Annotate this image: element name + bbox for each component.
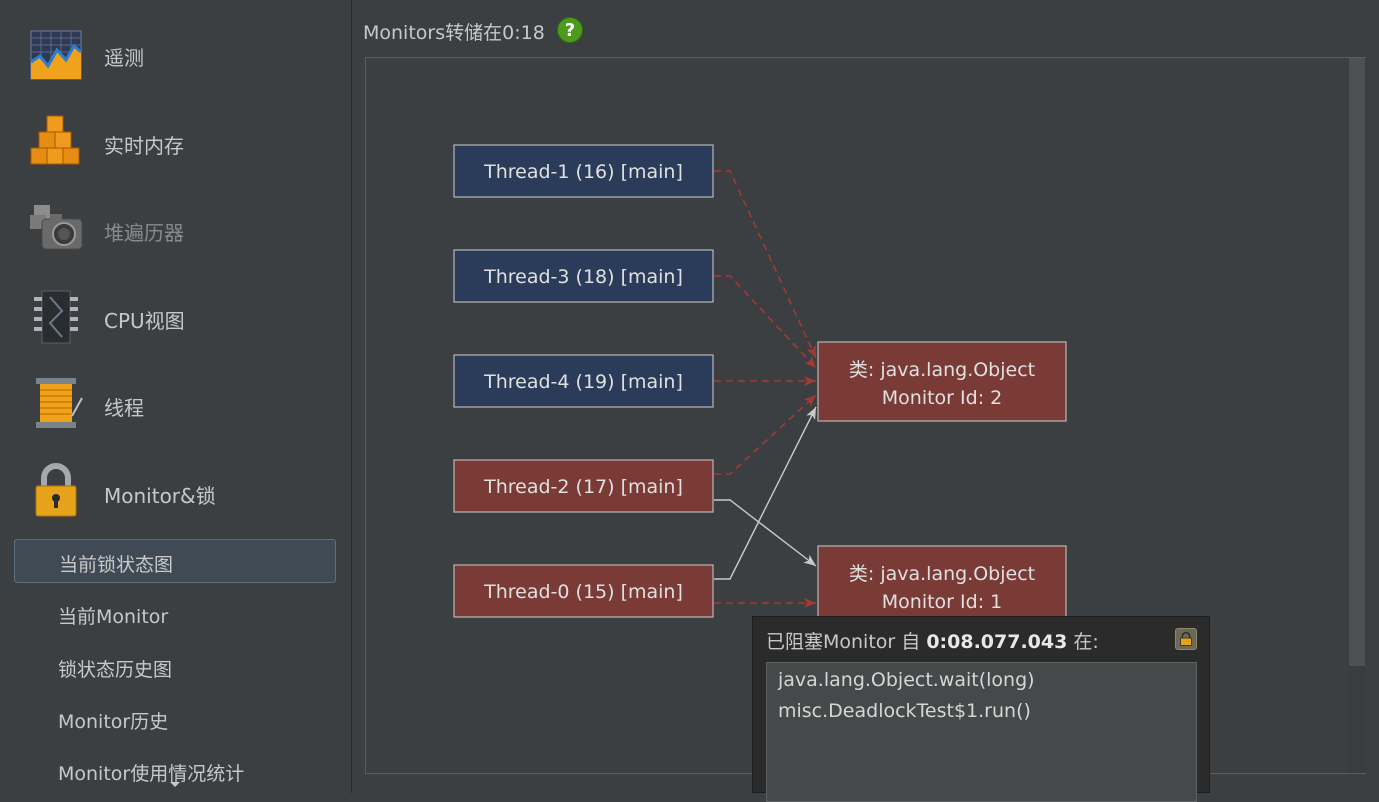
thread-node-label: Thread-0 (15) [main] bbox=[483, 581, 683, 603]
thread-node-thread-2[interactable]: Thread-2 (17) [main] bbox=[453, 459, 714, 513]
tooltip-header-suffix: 在: bbox=[1067, 631, 1099, 653]
nav-label-telemetry: 遥测 bbox=[104, 46, 144, 70]
subnav-locking-history-graph[interactable]: 锁状态历史图 bbox=[14, 645, 336, 689]
thread-node-label: Thread-4 (19) [main] bbox=[483, 371, 683, 393]
monitor-id-label: Monitor Id: 2 bbox=[882, 387, 1002, 409]
monitor-node-id-2[interactable]: 类: java.lang.Object Monitor Id: 2 bbox=[817, 341, 1067, 422]
nav-label-threads: 线程 bbox=[104, 396, 144, 420]
subnav-current-monitors[interactable]: 当前Monitor bbox=[14, 592, 336, 636]
telemetry-chart-icon bbox=[30, 30, 82, 80]
tooltip-blocked-time: 0:08.077.043 bbox=[926, 631, 1068, 653]
thread-node-label: Thread-3 (18) [main] bbox=[483, 266, 683, 288]
wait-edge-thread-3 bbox=[714, 275, 817, 369]
subnav-monitor-usage-statistics[interactable]: Monitor使用情况统计 bbox=[14, 749, 336, 793]
scroll-down-arrow-icon[interactable] bbox=[170, 782, 180, 787]
nav-item-cpu-views[interactable]: CPU视图 bbox=[0, 277, 351, 357]
monitor-class-label: 类: java.lang.Object bbox=[849, 563, 1035, 585]
vertical-scrollbar[interactable] bbox=[1348, 58, 1366, 773]
monitor-class-label: 类: java.lang.Object bbox=[849, 359, 1035, 381]
nav-label-monitors-locks: Monitor&锁 bbox=[104, 484, 216, 508]
padlock-icon bbox=[35, 463, 77, 517]
stack-frame: misc.DeadlockTest$1.run() bbox=[778, 700, 1031, 722]
page-title: Monitors转储在0:18 bbox=[363, 22, 545, 44]
nav-item-live-memory[interactable]: 实时内存 bbox=[0, 102, 351, 182]
vertical-scrollbar-thumb[interactable] bbox=[1349, 58, 1365, 666]
sidebar: 遥测 实时内存 堆遍历器 bbox=[0, 0, 352, 793]
help-question-icon[interactable]: ? bbox=[557, 17, 583, 43]
thread-spool-icon bbox=[36, 378, 83, 428]
thread-node-label: Thread-1 (16) [main] bbox=[483, 161, 683, 183]
monitor-node-id-1[interactable]: 类: java.lang.Object Monitor Id: 1 bbox=[817, 545, 1067, 626]
tooltip-header: 已阻塞Monitor 自 0:08.077.043 在: bbox=[766, 627, 1099, 654]
blocked-monitor-tooltip: 已阻塞Monitor 自 0:08.077.043 在: java.lang.O… bbox=[752, 616, 1210, 802]
nav-item-threads[interactable]: 线程 bbox=[0, 364, 351, 444]
subnav-label: 锁状态历史图 bbox=[58, 659, 173, 681]
owner-edge-thread-2 bbox=[714, 499, 817, 567]
thread-node-thread-4[interactable]: Thread-4 (19) [main] bbox=[453, 354, 714, 408]
subnav-label: Monitor使用情况统计 bbox=[58, 763, 245, 785]
memory-blocks-icon bbox=[30, 115, 80, 165]
subnav-label: 当前Monitor bbox=[58, 606, 169, 628]
subnav-label: Monitor历史 bbox=[58, 711, 169, 733]
nav-item-monitors-locks[interactable]: Monitor&锁 bbox=[0, 452, 351, 532]
owner-edge-thread-0 bbox=[714, 406, 817, 580]
pin-lock-icon[interactable] bbox=[1175, 628, 1197, 650]
nav-item-heap-walker[interactable]: 堆遍历器 bbox=[0, 189, 351, 269]
nav-label-cpu-views: CPU视图 bbox=[104, 309, 185, 333]
subnav-label: 当前锁状态图 bbox=[59, 554, 174, 576]
thread-node-label: Thread-2 (17) [main] bbox=[483, 476, 683, 498]
nav-item-telemetry[interactable]: 遥测 bbox=[0, 14, 351, 94]
nav-label-live-memory: 实时内存 bbox=[104, 134, 184, 158]
tooltip-header-prefix: 已阻塞Monitor 自 bbox=[766, 631, 927, 653]
wait-edge-thread-2 bbox=[714, 394, 817, 475]
thread-node-thread-1[interactable]: Thread-1 (16) [main] bbox=[453, 144, 714, 198]
cpu-chip-icon bbox=[34, 290, 78, 344]
nav-label-heap-walker: 堆遍历器 bbox=[104, 221, 184, 245]
subnav-current-locking-graph[interactable]: 当前锁状态图 bbox=[14, 539, 336, 583]
heap-walker-camera-icon bbox=[30, 205, 83, 250]
monitor-id-label: Monitor Id: 1 bbox=[882, 591, 1002, 613]
thread-node-thread-0[interactable]: Thread-0 (15) [main] bbox=[453, 564, 714, 618]
subnav-monitor-history[interactable]: Monitor历史 bbox=[14, 697, 336, 741]
stack-frame: java.lang.Object.wait(long) bbox=[778, 669, 1035, 691]
thread-node-thread-3[interactable]: Thread-3 (18) [main] bbox=[453, 249, 714, 303]
stack-trace-list[interactable]: java.lang.Object.wait(long) misc.Deadloc… bbox=[766, 662, 1197, 802]
wait-edge-thread-1 bbox=[714, 170, 817, 359]
